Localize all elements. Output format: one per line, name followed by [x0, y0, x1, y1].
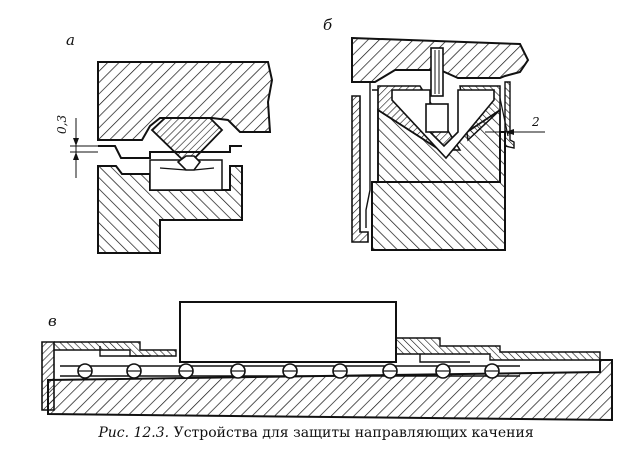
view-c-cover-left [54, 341, 177, 357]
view-c-rollers [77, 363, 500, 379]
view-a: а 0,3 [55, 31, 274, 254]
dimension-gap: 0,3 [55, 115, 69, 134]
view-a-base [97, 165, 243, 254]
figure-caption: Рис. 12.3. Устройства для защиты направл… [0, 425, 632, 441]
view-a-shield-strip [98, 145, 242, 159]
view-b-roller [425, 103, 449, 133]
view-label-a: а [66, 31, 75, 49]
view-b: б 2 [323, 16, 545, 251]
view-b-wiper [504, 81, 515, 149]
position-label-2: 2 [531, 115, 540, 129]
view-c: в [41, 301, 613, 422]
view-c-cover-right [395, 337, 601, 361]
view-a-carriage [97, 61, 274, 141]
view-b-pin [430, 47, 444, 97]
view-c-table [179, 301, 397, 363]
view-c-bed [47, 359, 613, 422]
view-label-c: в [48, 312, 57, 330]
view-b-side-shield [351, 95, 369, 243]
view-label-b: б [323, 16, 333, 34]
caption-text: Устройства для защиты направляющих качен… [173, 425, 534, 441]
view-c-end-wall [41, 341, 55, 411]
caption-figure-number: Рис. 12.3. [98, 425, 170, 441]
